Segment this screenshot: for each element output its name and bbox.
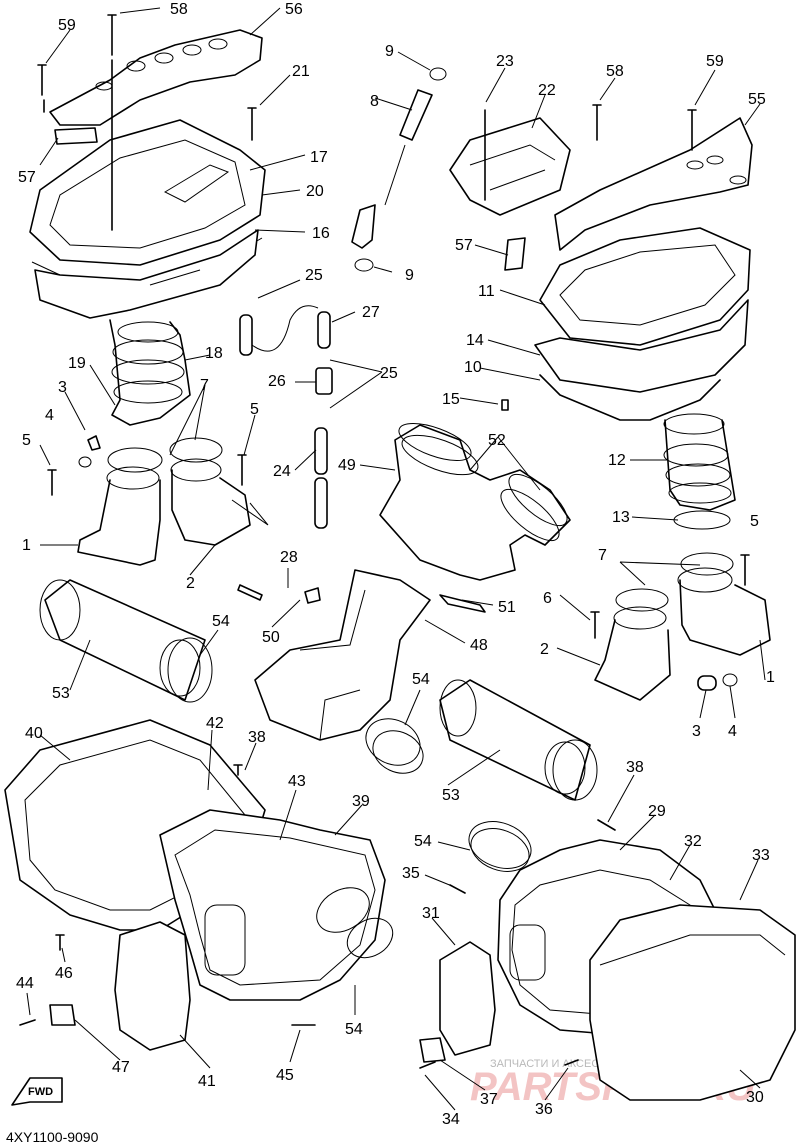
callout-2-right: 2 — [540, 641, 549, 658]
callout-31: 31 — [422, 905, 440, 922]
callout-1-left: 1 — [22, 537, 31, 554]
callout-28: 28 — [280, 549, 298, 566]
callout-27: 27 — [362, 304, 380, 321]
callout-59-right: 59 — [706, 53, 724, 70]
callout-17: 17 — [310, 149, 328, 166]
upper-right-airbox — [501, 104, 753, 530]
callout-18: 18 — [205, 345, 223, 362]
intake-tubes — [39, 579, 598, 801]
forward-direction-arrow: FWD — [11, 1077, 63, 1106]
center-intake-pipe — [379, 423, 571, 613]
callout-32: 32 — [684, 833, 702, 850]
diagram-code: 4XY1100-9090 — [6, 1129, 99, 1145]
callout-3-right: 3 — [692, 723, 701, 740]
callout-54-right: 54 — [414, 833, 432, 850]
callout-10: 10 — [464, 359, 482, 376]
callout-26: 26 — [268, 373, 286, 390]
callout-38-left: 38 — [248, 729, 266, 746]
leader-lines — [26, 7, 766, 1111]
callout-58-left: 58 — [170, 1, 188, 18]
callout-5-right: 5 — [750, 513, 759, 530]
callout-2-left: 2 — [186, 575, 195, 592]
callout-57-left: 57 — [18, 169, 36, 186]
callout-43: 43 — [288, 773, 306, 790]
callout-54-bottom: 54 — [345, 1021, 363, 1038]
callout-12: 12 — [608, 452, 626, 469]
callout-57-right: 57 — [455, 237, 473, 254]
callout-19: 19 — [68, 355, 86, 372]
callout-5-left: 5 — [22, 432, 31, 449]
callout-4-right: 4 — [728, 723, 737, 740]
callout-37: 37 — [480, 1091, 498, 1108]
callout-29: 29 — [648, 803, 666, 820]
callout-59-left: 59 — [58, 17, 76, 34]
callout-20: 20 — [306, 183, 324, 200]
callout-49: 49 — [338, 457, 356, 474]
right-intake-joints — [590, 552, 771, 701]
callout-30: 30 — [746, 1089, 764, 1106]
callout-24: 24 — [273, 463, 291, 480]
callout-51: 51 — [498, 599, 516, 616]
callout-13: 13 — [612, 509, 630, 526]
callout-54-left: 54 — [212, 613, 230, 630]
callout-54-center: 54 — [412, 671, 430, 688]
callout-22: 22 — [538, 82, 556, 99]
callout-23: 23 — [496, 53, 514, 70]
callout-14: 14 — [466, 332, 484, 349]
callout-44: 44 — [16, 975, 34, 992]
fwd-label: FWD — [28, 1086, 53, 1098]
callout-55: 55 — [748, 91, 766, 108]
callout-41: 41 — [198, 1073, 216, 1090]
callout-48: 48 — [470, 637, 488, 654]
callout-9-bottom: 9 — [405, 267, 414, 284]
callout-33: 33 — [752, 847, 770, 864]
callout-6: 6 — [543, 590, 552, 607]
center-duct — [237, 569, 431, 774]
callout-38-right: 38 — [626, 759, 644, 776]
callout-34: 34 — [442, 1111, 460, 1128]
callout-25-bottom: 25 — [380, 365, 398, 382]
callout-7-left: 7 — [200, 377, 209, 394]
callout-1-right: 1 — [766, 669, 775, 686]
upper-left-airbox — [29, 14, 266, 426]
callout-36: 36 — [535, 1101, 553, 1118]
callout-56: 56 — [285, 1, 303, 18]
callout-15: 15 — [442, 391, 460, 408]
callout-58-right: 58 — [606, 63, 624, 80]
lower-right-airbox — [419, 819, 796, 1101]
callout-53-left: 53 — [52, 685, 70, 702]
breather-hoses — [239, 67, 447, 529]
callout-46: 46 — [55, 965, 73, 982]
callout-40: 40 — [25, 725, 43, 742]
callout-39: 39 — [352, 793, 370, 810]
callout-42: 42 — [206, 715, 224, 732]
callout-7-right: 7 — [598, 547, 607, 564]
callout-16: 16 — [312, 225, 330, 242]
callout-35: 35 — [402, 865, 420, 882]
callout-21: 21 — [292, 63, 310, 80]
callout-25-top: 25 — [305, 267, 323, 284]
lower-left-airbox — [4, 719, 394, 1051]
callout-3-left: 3 — [58, 379, 67, 396]
callout-5-center: 5 — [250, 401, 259, 418]
left-intake-joints — [47, 435, 251, 566]
callout-47: 47 — [112, 1059, 130, 1076]
callout-53-right: 53 — [442, 787, 460, 804]
callout-11: 11 — [478, 283, 495, 300]
resonator-box — [449, 109, 571, 216]
callout-numbers: 59 58 56 21 57 17 20 16 9 8 9 23 22 58 5… — [16, 1, 775, 1128]
callout-9-top: 9 — [385, 43, 394, 60]
callout-50: 50 — [262, 629, 280, 646]
callout-52: 52 — [488, 432, 506, 449]
callout-4-left: 4 — [45, 407, 54, 424]
callout-8: 8 — [370, 93, 379, 110]
callout-45: 45 — [276, 1067, 294, 1084]
